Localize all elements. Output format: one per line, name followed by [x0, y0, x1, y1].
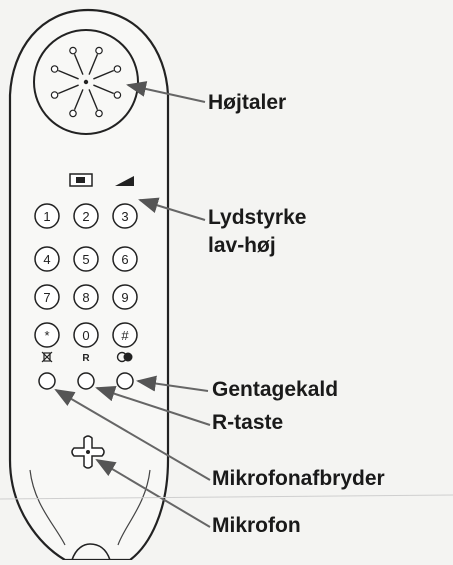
- key-hash[interactable]: #: [112, 322, 138, 348]
- key-circle[interactable]: [34, 322, 60, 348]
- arrow-redial: [136, 375, 209, 392]
- key-star[interactable]: *: [34, 322, 60, 348]
- arrow-mute: [54, 388, 211, 481]
- key-5[interactable]: 5: [73, 246, 99, 272]
- speaker-ray-tip: [113, 65, 122, 73]
- key-circle[interactable]: [34, 203, 60, 229]
- speaker-ray: [93, 84, 114, 95]
- handset-inner-curve: [29, 469, 66, 546]
- key-circle[interactable]: [73, 203, 99, 229]
- speaker-ray: [88, 54, 99, 75]
- speaker-ray-tip: [113, 91, 122, 99]
- key-4[interactable]: 4: [34, 246, 60, 272]
- handset-inner-curve-right: [117, 469, 151, 546]
- speaker-ray-tip: [95, 46, 103, 55]
- redial-icon: [116, 351, 133, 363]
- callout-arrows: [54, 81, 211, 528]
- speaker-ray: [73, 54, 84, 75]
- key-circle[interactable]: [34, 246, 60, 272]
- volume-high-icon[interactable]: [115, 176, 134, 186]
- key-label: 3: [121, 209, 128, 224]
- key-label: #: [121, 328, 129, 343]
- key-0[interactable]: 0: [73, 322, 99, 348]
- arrow-volume: [138, 197, 206, 221]
- volume-low-icon-fill: [76, 177, 85, 183]
- key-8[interactable]: 8: [73, 284, 99, 310]
- speaker-ray-tip: [95, 109, 103, 118]
- key-circle[interactable]: [73, 246, 99, 272]
- mute-button[interactable]: [38, 372, 56, 390]
- redial-button[interactable]: [116, 372, 134, 390]
- function-keys: R: [38, 351, 134, 390]
- key-3[interactable]: 3: [112, 203, 138, 229]
- volume-label-line1: Lydstyrke: [208, 206, 307, 229]
- key-circle[interactable]: [112, 203, 138, 229]
- speaker-ray: [93, 69, 114, 80]
- handset-bottom-notch: [71, 543, 111, 561]
- speaker-ray: [58, 69, 79, 80]
- key-circle[interactable]: [112, 284, 138, 310]
- key-label: 8: [82, 290, 89, 305]
- key-label: 0: [82, 328, 89, 343]
- volume-control[interactable]: [69, 173, 134, 187]
- mute-icon: [41, 351, 53, 363]
- speaker-ray: [73, 89, 84, 110]
- speaker-ray-tip: [69, 109, 77, 118]
- mute-label: Mikrofonafbryder: [212, 467, 385, 490]
- key-circle[interactable]: [112, 322, 138, 348]
- key-6[interactable]: 6: [112, 246, 138, 272]
- r-key-label-callout: R-taste: [212, 411, 284, 434]
- key-circle[interactable]: [112, 246, 138, 272]
- arrow-microphone: [95, 458, 211, 528]
- speaker-ray-tip: [69, 46, 77, 55]
- r-key-label: R: [82, 353, 90, 364]
- volume-label-line2: lav-høj: [208, 234, 276, 257]
- microphone-label: Mikrofon: [212, 514, 301, 537]
- key-circle[interactable]: [73, 322, 99, 348]
- key-label: 2: [82, 209, 89, 224]
- key-circle[interactable]: [73, 284, 99, 310]
- r-key-button[interactable]: [77, 372, 95, 390]
- arrow-r-key: [95, 385, 211, 426]
- speaker-ray-tip: [50, 91, 59, 99]
- speaker-label: Højtaler: [208, 91, 287, 114]
- key-label: 7: [43, 290, 50, 305]
- key-label: *: [44, 328, 49, 343]
- speaker-grille-icon: [33, 29, 139, 135]
- arrow-speaker: [126, 81, 206, 103]
- key-2[interactable]: 2: [73, 203, 99, 229]
- microphone-icon: [71, 435, 105, 469]
- key-label: 4: [43, 252, 50, 267]
- keypad: 1 2 3 4 5 6 7 8 9 * 0 #: [34, 203, 138, 348]
- key-label: 1: [43, 209, 50, 224]
- key-1[interactable]: 1: [34, 203, 60, 229]
- key-7[interactable]: 7: [34, 284, 60, 310]
- key-9[interactable]: 9: [112, 284, 138, 310]
- scan-line: [0, 494, 453, 500]
- redial-label: Gentagekald: [212, 378, 339, 401]
- speaker-ray: [58, 84, 79, 95]
- key-label: 9: [121, 290, 128, 305]
- speaker-ray-tip: [50, 65, 59, 73]
- key-circle[interactable]: [34, 284, 60, 310]
- key-label: 5: [82, 252, 89, 267]
- speaker-ray: [88, 89, 99, 110]
- key-label: 6: [121, 252, 128, 267]
